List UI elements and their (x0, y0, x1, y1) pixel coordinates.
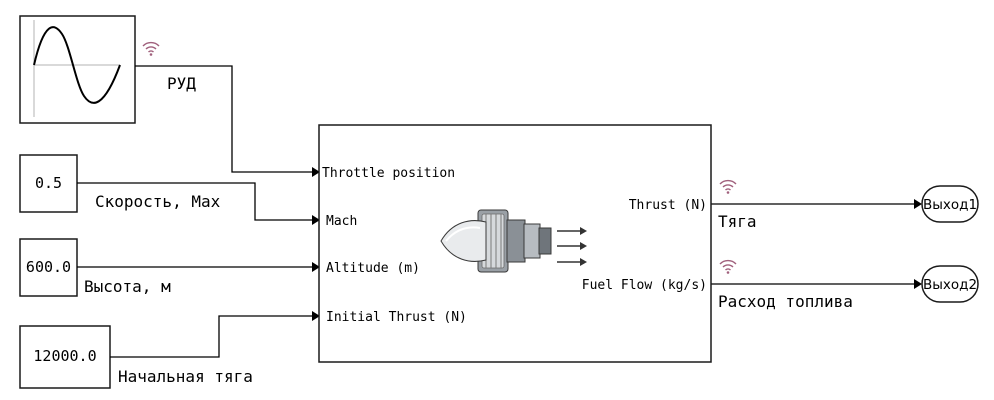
constant-block-altitude[interactable]: 600.0 (19, 238, 78, 297)
signal-logging-icon[interactable] (719, 179, 737, 194)
turbofan-engine-icon (440, 209, 587, 273)
constant-block-speed[interactable]: 0.5 (19, 154, 78, 213)
signal-label-initial-thrust[interactable]: Начальная тяга (118, 367, 253, 386)
signal-logging-icon[interactable] (142, 41, 160, 56)
sine-wave-block[interactable] (19, 15, 136, 124)
outport-label: Выход2 (923, 277, 977, 293)
signal-label-speed[interactable]: Скорость, Мах (95, 192, 221, 211)
signal-line-throttle[interactable] (135, 65, 320, 177)
input-port-label: Mach (326, 214, 357, 229)
signal-line-initial-thrust[interactable] (110, 311, 320, 358)
signal-line-altitude[interactable] (77, 262, 320, 272)
turbofan-engine-block[interactable]: Throttle position Mach Altitude (m) Init… (318, 124, 712, 363)
signal-label-thrust[interactable]: Тяга (718, 212, 757, 231)
input-port-label: Throttle position (322, 166, 455, 181)
signal-line-mach[interactable] (77, 182, 320, 225)
output-port-label: Thrust (N) (629, 198, 707, 213)
input-port-label: Initial Thrust (N) (326, 310, 467, 325)
signal-label-throttle[interactable]: РУД (167, 74, 196, 93)
constant-block-initial-thrust[interactable]: 12000.0 (19, 325, 111, 389)
constant-value: 600.0 (26, 258, 71, 276)
signal-label-altitude[interactable]: Высота, м (84, 277, 171, 296)
signal-line-fuel-flow[interactable] (711, 279, 922, 289)
signal-line-thrust[interactable] (711, 199, 922, 209)
signal-label-fuel-flow[interactable]: Расход топлива (718, 292, 853, 311)
outport-block-2[interactable]: Выход2 (921, 265, 979, 303)
output-port-label: Fuel Flow (kg/s) (582, 278, 707, 293)
outport-label: Выход1 (923, 197, 977, 213)
constant-value: 12000.0 (33, 347, 96, 365)
constant-value: 0.5 (35, 174, 62, 192)
outport-block-1[interactable]: Выход1 (921, 185, 979, 223)
sine-wave-icon (33, 20, 121, 117)
signal-logging-icon[interactable] (719, 259, 737, 274)
input-port-label: Altitude (m) (326, 261, 420, 276)
